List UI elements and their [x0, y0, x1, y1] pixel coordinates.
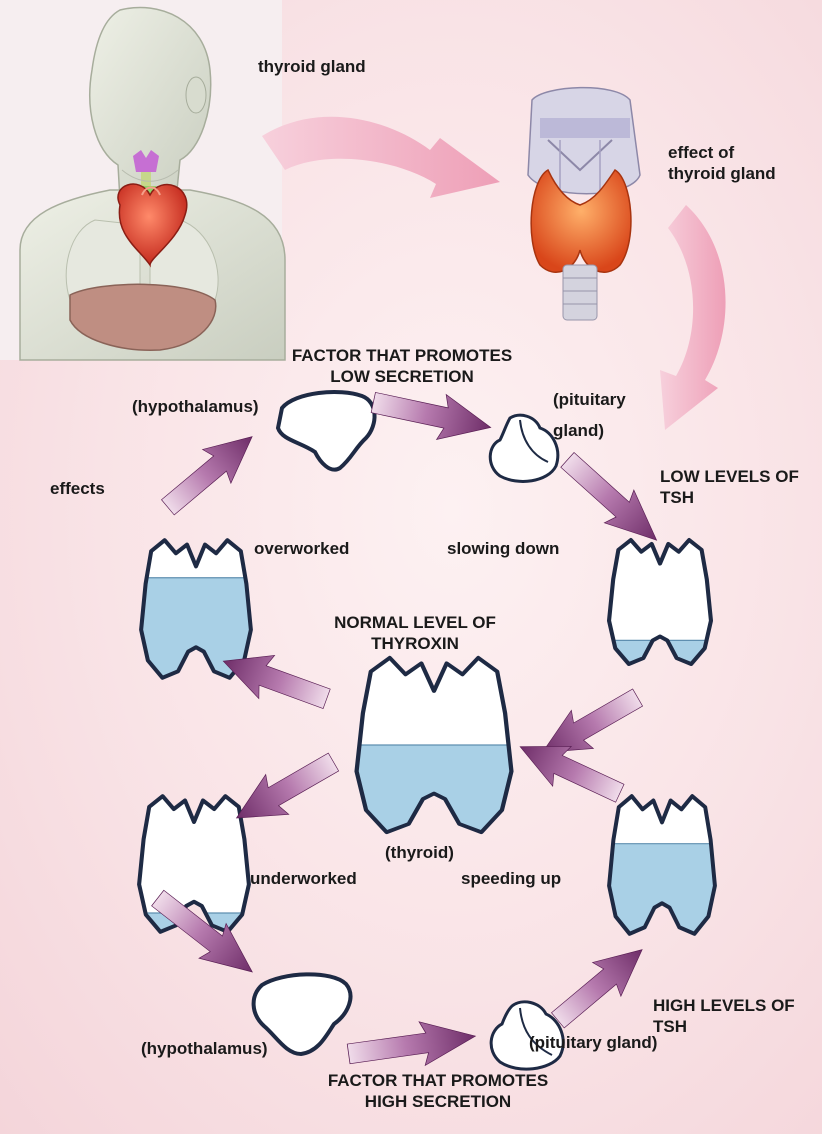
arrow-overworked-to-hypothalamus: [154, 420, 267, 524]
arrow-hypothalamus-to-pituitary-bottom: [346, 1014, 479, 1075]
label-pituitary-bottom: (pituitary gland): [529, 1032, 657, 1053]
human-body-illustration: [0, 0, 285, 360]
arrow-pituitary-to-high-tsh: [544, 933, 657, 1037]
label-effect-of-thyroid-gland: effect of thyroid gland: [668, 142, 776, 184]
label-speeding-up: speeding up: [461, 868, 561, 889]
label-factor-low-secretion: FACTOR THAT PROMOTES LOW SECRETION: [272, 345, 532, 387]
label-factor-high-secretion: FACTOR THAT PROMOTES HIGH SECRETION: [288, 1070, 588, 1112]
arrow-hypothalamus-to-pituitary-top: [369, 380, 496, 450]
thyroid-low-tsh: [608, 540, 712, 666]
hypothalamus-top-shape: [278, 392, 375, 470]
label-high-tsh: HIGH LEVELS OF TSH: [653, 995, 795, 1037]
label-hypothalamus-bottom: (hypothalamus): [141, 1038, 268, 1059]
thyroid-overworked: [140, 540, 252, 680]
label-effects: effects: [50, 478, 105, 499]
label-slowing-down: slowing down: [447, 538, 559, 559]
thyroid-anatomy-illustration: [528, 88, 640, 320]
thyroid-high-tsh-fluid-level: [608, 844, 716, 936]
label-low-tsh: LOW LEVELS OF TSH: [660, 466, 799, 508]
pink-arrow-right: [660, 205, 726, 430]
label-underworked: underworked: [250, 868, 357, 889]
pink-arrow-top: [262, 117, 500, 198]
hypothalamus-bottom-main: [254, 974, 351, 1054]
arrow-pituitary-to-low-tsh: [553, 444, 672, 557]
thyroid-high-tsh: [608, 796, 716, 936]
label-overworked: overworked: [254, 538, 349, 559]
thyroid-normal: [355, 658, 513, 835]
label-thyroid: (thyroid): [385, 842, 454, 863]
thyroid-underworked: [138, 796, 250, 934]
label-normal-thyroxin: NORMAL LEVEL OF THYROXIN: [300, 612, 530, 654]
thyroid-low-tsh-fluid-level: [608, 640, 712, 666]
label-thyroid-gland: thyroid gland: [258, 56, 366, 77]
label-hypothalamus-top: (hypothalamus): [132, 396, 259, 417]
pituitary-top-shape: [490, 415, 558, 481]
label-pituitary-top: (pituitary gland): [553, 384, 626, 446]
